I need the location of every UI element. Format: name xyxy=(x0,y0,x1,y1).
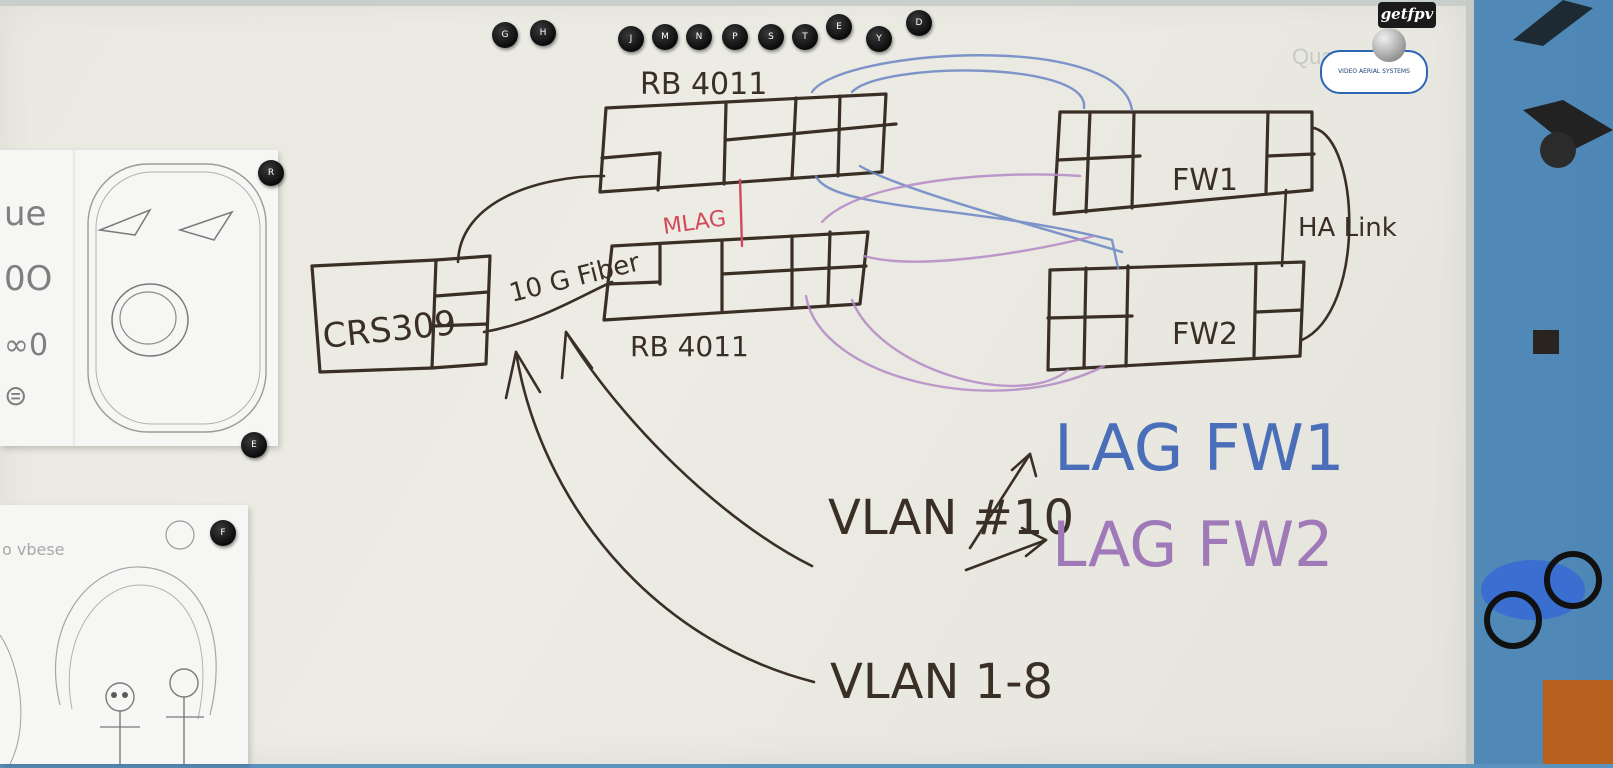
svg-text:ue: ue xyxy=(4,194,46,234)
magnet-s: S xyxy=(758,24,784,50)
drawing-paper-bottom: o vbese xyxy=(0,505,248,765)
firewall-1-box xyxy=(1052,110,1316,216)
mlag-label: MLAG xyxy=(661,206,727,240)
drawing-paper-top: ue 0O ∞0 ⊜ xyxy=(0,150,278,446)
ha-link-cable xyxy=(1280,126,1351,342)
svg-text:∞0: ∞0 xyxy=(4,328,48,363)
magnet-g: G xyxy=(492,22,518,48)
magnet-j: J xyxy=(618,26,644,52)
core-switch-box xyxy=(310,254,492,374)
kids-drawing-bottom: o vbese xyxy=(0,520,217,765)
svg-text:⊜: ⊜ xyxy=(4,379,27,412)
router-top-label: RB 4011 xyxy=(640,67,767,102)
propeller-icon xyxy=(1513,0,1593,46)
whiteboard-frame-top xyxy=(0,0,1466,6)
fw1-label: FW1 xyxy=(1172,163,1238,198)
router-top-box xyxy=(598,92,898,194)
firewall-2-box xyxy=(1046,260,1306,372)
magnet-d: D xyxy=(906,10,932,36)
magnet-e: E xyxy=(826,14,852,40)
magnet-f: F xyxy=(210,520,236,546)
router-bottom-label: RB 4011 xyxy=(630,330,749,363)
lag-fw2-cables xyxy=(804,173,1106,392)
vlan-arrows xyxy=(504,330,1048,684)
svg-text:0O: 0O xyxy=(4,259,52,299)
core-switch-label: CRS309 xyxy=(321,303,458,357)
motor-icon xyxy=(1540,132,1576,168)
getfpv-sticker: getfpv xyxy=(1378,2,1436,28)
vlan-10-label: VLAN #10 xyxy=(828,490,1074,546)
magnet-m: M xyxy=(652,24,678,50)
drone-arm-icon xyxy=(1523,100,1613,150)
blue-drone-icon xyxy=(1481,560,1585,620)
drone-gear-wall xyxy=(1481,0,1613,764)
magnet-r: R xyxy=(258,160,284,186)
lag-fw1-label: LAG FW1 xyxy=(1054,412,1345,486)
wall-hook-icon xyxy=(1533,330,1559,354)
magnet-h: H xyxy=(530,20,556,46)
kids-drawing-top: ue 0O ∞0 ⊜ xyxy=(4,150,267,446)
magnet-n: N xyxy=(686,24,712,50)
magnet-t: T xyxy=(792,24,818,50)
mlag-marker xyxy=(738,178,744,248)
fw2-label: FW2 xyxy=(1172,317,1238,352)
vlan-range-label: VLAN 1-8 xyxy=(830,654,1053,710)
uplink-cables xyxy=(456,174,614,334)
svg-text:o vbese: o vbese xyxy=(2,540,65,559)
sticker-cluster: VIDEO AERIAL SYSTEMS getfpv xyxy=(1320,0,1440,110)
metal-magnet xyxy=(1372,28,1406,62)
network-diagram: RB 4011 RB 4011 CRS309 10 G Fiber FW1 FW… xyxy=(310,54,1397,710)
ha-link-label: HA Link xyxy=(1298,213,1397,243)
lag-fw2-label: LAG FW2 xyxy=(1052,508,1333,581)
lag-fw1-cables xyxy=(810,54,1134,270)
router-bottom-box xyxy=(602,230,870,322)
magnet-p: P xyxy=(722,24,748,50)
magnet-e: E xyxy=(241,432,267,458)
drone-box-icon xyxy=(1543,680,1613,764)
magnet-y: Y xyxy=(866,26,892,52)
